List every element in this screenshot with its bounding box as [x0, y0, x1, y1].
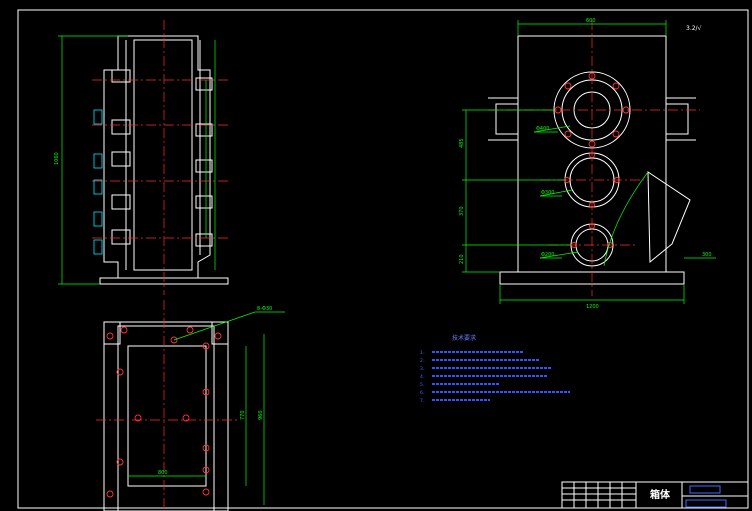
- part-name: 箱体: [650, 488, 671, 501]
- side-dim-h2: 370: [459, 206, 465, 216]
- top-plan-view: 770 960 800 8-Φ30: [96, 300, 285, 511]
- total-height-dim: 1060: [54, 152, 60, 165]
- hole-leader-label: 8-Φ30: [257, 306, 272, 312]
- note-4: 4．: [420, 374, 427, 380]
- side-elevation-view: 485 370 210 600 1200 300 Φ400 Φ300 Φ200: [459, 18, 716, 310]
- side-right-dim: 300: [702, 252, 712, 258]
- note-7: 7．: [420, 398, 427, 404]
- plan-width-dim: 800: [158, 470, 168, 476]
- notes-title: 技术要求: [452, 334, 476, 342]
- hole1-label: Φ400: [536, 126, 549, 132]
- note-6: 6．: [420, 390, 427, 396]
- front-section-view: 1060: [54, 20, 229, 295]
- side-base-width-dim: 1200: [586, 304, 599, 310]
- plan-height-dim: 770: [240, 410, 246, 420]
- side-dim-h3: 210: [459, 254, 465, 264]
- drawing-frame: [17, 9, 749, 509]
- hole2-label: Φ300: [541, 190, 554, 196]
- note-5: 5．: [420, 382, 427, 388]
- side-top-width-dim: 600: [586, 18, 596, 24]
- technical-notes: 技术要求 1． 2． 3． 4． 5． 6． 7．: [420, 334, 570, 404]
- plan-total-dim: 960: [258, 410, 264, 420]
- title-block: 箱体: [561, 481, 749, 509]
- roughness-mark: 3.2/√: [686, 25, 702, 32]
- side-dim-h1: 485: [459, 138, 465, 148]
- note-1: 1．: [420, 350, 427, 356]
- note-2: 2．: [420, 358, 427, 364]
- note-3: 3．: [420, 366, 427, 372]
- hole3-label: Φ200: [541, 252, 554, 258]
